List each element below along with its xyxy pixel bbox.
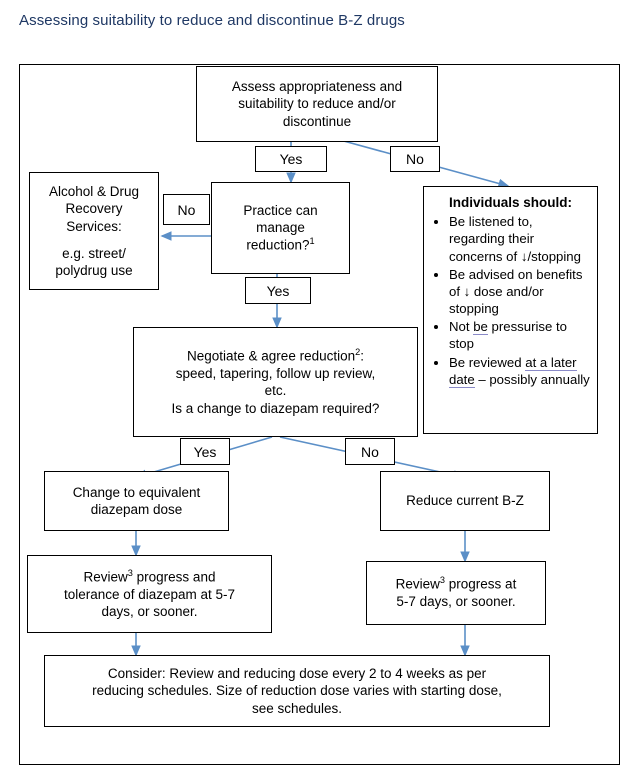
node-individuals-heading: Individuals should:	[448, 195, 572, 210]
node-review-diazepam-line-1: Review3 progress and	[84, 568, 216, 586]
node-review-diazepam-footnote-marker: 3	[127, 567, 133, 578]
node-consider-line-2: reducing schedules. Size of reduction do…	[92, 683, 502, 699]
list-item: Not be pressurise to stop	[449, 318, 591, 352]
decision-label-text: No	[406, 151, 424, 167]
node-review-progress-line-2: 5-7 days, or sooner.	[396, 594, 516, 610]
node-negotiate-line-1-suffix: :	[360, 348, 364, 364]
decision-label-text: Yes	[266, 282, 290, 299]
node-review-progress-line-1-rest: progress at	[445, 576, 517, 592]
decision-label-text: No	[177, 201, 196, 218]
node-assess-appropriateness[interactable]: Assess appropriateness and suitability t…	[196, 66, 438, 142]
node-practice-can-manage-reduction[interactable]: Practice can manage reduction?1	[211, 182, 350, 274]
node-negotiate-line-4: Is a change to diazepam required?	[171, 400, 380, 416]
node-alcohol-drug-recovery-services[interactable]: Alcohol & Drug Recovery Services: e.g. s…	[29, 172, 159, 290]
node-practice-line-2: manage	[256, 220, 305, 236]
node-practice-line-1: Practice can	[243, 202, 318, 218]
node-assess-line-3: discontinue	[282, 113, 352, 129]
node-adrs-line-2: Recovery	[65, 201, 123, 217]
node-review-diazepam-prefix: Review	[83, 569, 128, 585]
node-negotiate-line-1: Negotiate & agree reduction2:	[187, 347, 364, 365]
node-review-diazepam-line-2: tolerance of diazepam at 5-7	[63, 586, 236, 602]
decision-label-text: No	[361, 443, 379, 460]
decision-label-negotiate-no[interactable]: No	[345, 438, 395, 465]
node-negotiate-line-2: speed, tapering, follow up review,	[175, 365, 376, 381]
down-arrow-icon: ↓	[520, 248, 528, 264]
node-practice-line-3-wrap: reduction?1	[246, 236, 314, 254]
node-review-progress[interactable]: Review3 progress at 5-7 days, or sooner.	[366, 561, 546, 625]
down-arrow-icon: ↓	[463, 283, 471, 299]
decision-label-assess-no[interactable]: No	[390, 146, 440, 172]
node-negotiate-agree-reduction[interactable]: Negotiate & agree reduction2: speed, tap…	[133, 327, 418, 437]
node-review-progress-prefix: Review	[395, 576, 440, 592]
individuals-bullet-list: Be listened to, regarding their concerns…	[430, 213, 591, 389]
decision-label-practice-no[interactable]: No	[163, 194, 210, 225]
node-review-progress-footnote-marker: 3	[439, 575, 446, 586]
node-negotiate-line-1-prefix: Negotiate & agree reduction	[187, 348, 356, 364]
node-assess-line-1: Assess appropriateness and	[231, 79, 403, 95]
node-reduce-current-bz[interactable]: Reduce current B-Z	[380, 471, 550, 531]
list-item: Be listened to, regarding their concerns…	[449, 213, 591, 264]
node-individuals-should[interactable]: Individuals should: Be listened to, rega…	[423, 186, 598, 434]
node-consider-line-1: Consider: Review and reducing dose every…	[107, 666, 487, 682]
node-consider-review-reducing-dose[interactable]: Consider: Review and reducing dose every…	[44, 655, 550, 727]
decision-label-assess-yes[interactable]: Yes	[255, 146, 327, 172]
node-reduce-line-1: Reduce current B-Z	[406, 493, 524, 509]
node-negotiate-line-3: etc.	[264, 383, 287, 399]
node-review-diazepam-line-1-rest: progress and	[132, 569, 216, 585]
node-assess-line-2: suitability to reduce and/or	[238, 96, 396, 112]
spellcheck-underline: at a later date	[449, 354, 577, 388]
flowchart-frame	[19, 64, 620, 765]
node-adrs-example-line-1: e.g. street/	[62, 245, 126, 261]
node-change-line-1: Change to equivalent	[72, 484, 201, 500]
page-title: Assessing suitability to reduce and disc…	[19, 12, 405, 29]
node-practice-line-3: reduction?	[246, 237, 310, 253]
list-item: Be reviewed at a later date – possibly a…	[449, 354, 591, 388]
decision-label-text: Yes	[193, 443, 217, 460]
spellcheck-underline: be	[473, 319, 488, 336]
list-item: Be advised on benefits of ↓ dose and/or …	[449, 266, 591, 317]
decision-label-negotiate-yes[interactable]: Yes	[180, 438, 230, 465]
node-change-to-equivalent-diazepam-dose[interactable]: Change to equivalent diazepam dose	[44, 471, 229, 531]
node-negotiate-footnote-marker: 2	[355, 347, 361, 358]
decision-label-practice-yes[interactable]: Yes	[245, 277, 311, 304]
node-review-diazepam-line-3: days, or sooner.	[101, 603, 198, 619]
node-review-diazepam-tolerance[interactable]: Review3 progress and tolerance of diazep…	[27, 555, 272, 633]
node-change-line-2: diazepam dose	[90, 502, 183, 517]
node-adrs-line-1: Alcohol & Drug	[48, 184, 140, 199]
decision-label-text: Yes	[279, 151, 303, 167]
node-consider-line-3: see schedules.	[251, 700, 343, 716]
node-adrs-line-3: Services:	[66, 218, 122, 234]
node-adrs-example-line-2: polydrug use	[55, 263, 133, 279]
node-practice-footnote-marker: 1	[309, 236, 315, 247]
node-review-progress-line-1: Review3 progress at	[396, 575, 517, 593]
